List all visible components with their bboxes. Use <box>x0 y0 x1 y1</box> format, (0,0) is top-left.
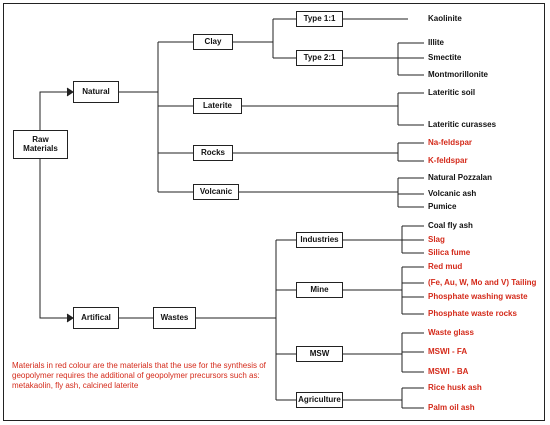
node-industries: Industries <box>296 232 343 248</box>
leaf-silica-fume: Silica fume <box>428 248 471 257</box>
leaf-montmorillonite: Montmorillonite <box>428 70 488 79</box>
leaf-slag: Slag <box>428 235 445 244</box>
node-msw: MSW <box>296 346 343 362</box>
leaf-lateritic-curasses: Lateritic curasses <box>428 120 497 129</box>
node-volcanic: Volcanic <box>193 184 239 200</box>
node-artifical: Artifical <box>73 307 119 329</box>
leaf-illite: Illite <box>428 38 445 47</box>
node-agriculture: Agriculture <box>296 392 343 408</box>
node-rocks: Rocks <box>193 145 233 161</box>
legend-note: Materials in red colour are the material… <box>12 361 266 390</box>
diagram-frame <box>3 3 545 421</box>
leaf-phosphate-waste-rocks: Phosphate waste rocks <box>428 309 517 318</box>
leaf-na-feldspar: Na-feldspar <box>428 138 473 147</box>
node-mine: Mine <box>296 282 343 298</box>
node-laterite: Laterite <box>193 98 242 114</box>
leaf-volcanic-ash: Volcanic ash <box>428 189 477 198</box>
edge-raw-artifical <box>39 159 73 319</box>
leaf-pumice: Pumice <box>428 202 457 211</box>
node-type-2-1: Type 2:1 <box>296 50 343 66</box>
node-wastes: Wastes <box>153 307 196 329</box>
leaf-kaolinite: Kaolinite <box>428 14 462 23</box>
node-natural: Natural <box>73 81 119 103</box>
leaf-k-feldspar: K-feldspar <box>428 156 468 165</box>
edge-raw-natural <box>39 91 73 130</box>
leaf-palm-oil-ash: Palm oil ash <box>428 403 475 412</box>
leaf-coal-fly-ash: Coal fly ash <box>428 221 473 230</box>
leaf-red-mud: Red mud <box>428 262 463 271</box>
leaf-tailing: (Fe, Au, W, Mo and V) Tailing <box>428 278 537 287</box>
leaf-lateritic-soil: Lateritic soil <box>428 88 476 97</box>
leaf-smectite: Smectite <box>428 53 462 62</box>
node-raw-materials: Raw Materials <box>13 130 68 159</box>
leaf-rice-husk-ash: Rice husk ash <box>428 383 482 392</box>
leaf-mswi-fa: MSWI - FA <box>428 347 468 356</box>
leaf-natural-pozzalan: Natural Pozzalan <box>428 173 493 182</box>
leaf-mswi-ba: MSWI - BA <box>428 367 469 376</box>
node-type-1-1: Type 1:1 <box>296 11 343 27</box>
node-clay: Clay <box>193 34 233 50</box>
leaf-phosphate-washing-waste: Phosphate washing waste <box>428 292 528 301</box>
leaf-waste-glass: Waste glass <box>428 328 474 337</box>
